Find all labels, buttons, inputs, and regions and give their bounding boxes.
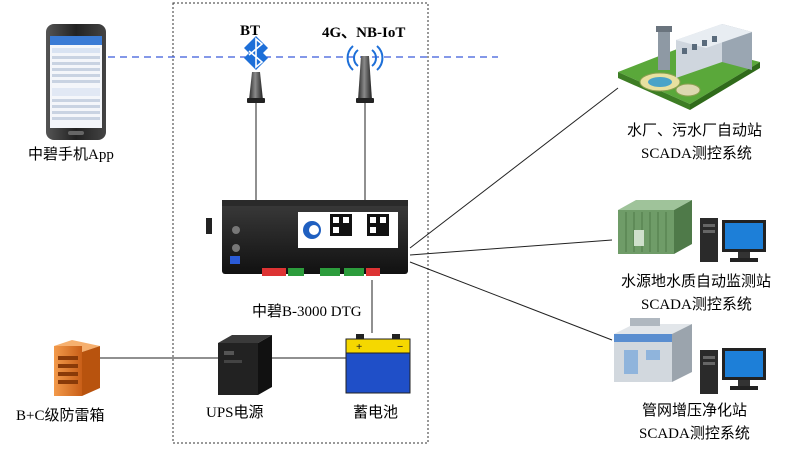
gateway-device xyxy=(206,200,408,276)
enclosure-boundary xyxy=(172,2,429,444)
link-site-3 xyxy=(409,261,613,341)
link-site-2 xyxy=(409,239,613,256)
signal-icon xyxy=(346,45,384,71)
gateway-label: 中碧B-3000 DTG xyxy=(252,304,362,320)
phone-icon xyxy=(46,24,106,140)
svg-text:+: + xyxy=(356,341,362,353)
computer-icon xyxy=(700,218,766,262)
site-1-line-2: SCADA测控系统 xyxy=(641,146,752,162)
phone-app-label: 中碧手机App xyxy=(28,147,114,163)
svg-text:−: − xyxy=(397,341,403,353)
ups-icon xyxy=(218,335,272,395)
computer-icon-2 xyxy=(700,348,766,394)
container-station-icon xyxy=(618,200,692,254)
site-2-line-1: 水源地水质自动监测站 xyxy=(621,274,772,290)
link-site-1 xyxy=(409,87,619,249)
bt-label: BT xyxy=(240,23,261,39)
battery-label: 蓄电池 xyxy=(353,405,399,421)
site-2-line-2: SCADA测控系统 xyxy=(641,297,752,313)
ups-label: UPS电源 xyxy=(206,405,264,421)
surge-box-icon xyxy=(54,340,100,396)
bt-antenna-icon xyxy=(247,72,265,103)
site-1-line-1: 水厂、污水厂自动站 xyxy=(627,123,763,139)
site-3-line-2: SCADA测控系统 xyxy=(639,426,750,442)
surge-box-label: B+C级防雷箱 xyxy=(16,408,105,424)
water-plant-icon xyxy=(618,24,760,110)
booster-station-icon xyxy=(614,318,692,382)
battery-icon: + − xyxy=(345,334,411,394)
cellular-antenna-icon xyxy=(356,56,374,103)
cellular-label: 4G、NB-IoT xyxy=(322,25,406,41)
site-3-line-1: 管网增压净化站 xyxy=(642,403,748,419)
bluetooth-icon xyxy=(244,36,268,70)
